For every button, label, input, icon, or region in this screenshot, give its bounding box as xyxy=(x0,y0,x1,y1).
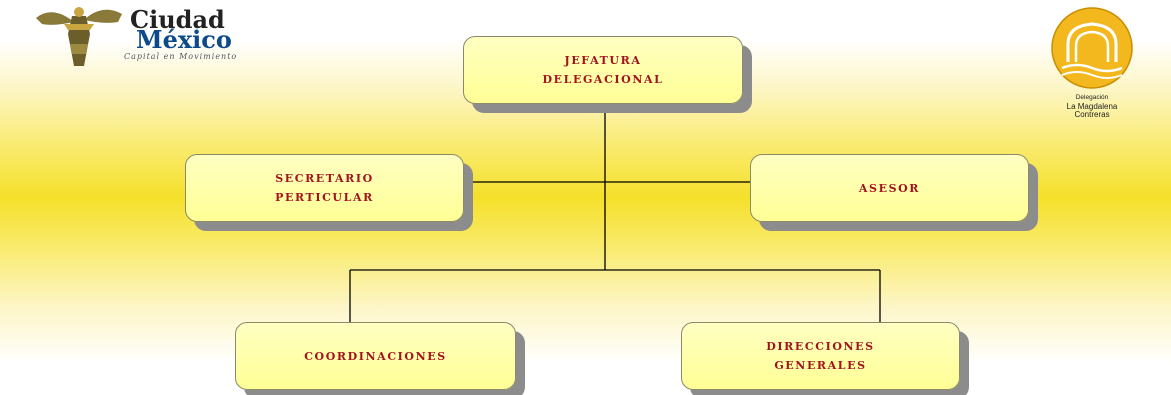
node-asesor: ASESOR xyxy=(750,154,1029,222)
logo-city-line2: México xyxy=(136,25,232,54)
logo-tagline: Capital en Movimiento xyxy=(124,52,238,61)
delegacion-logo: Delegación La Magdalena Contreras xyxy=(1026,4,1158,122)
node-direcciones-generales: DIRECCIONES GENERALES xyxy=(681,322,960,390)
node-jefatura-line1: JEFATURA xyxy=(564,54,642,67)
delegation-caption: Delegación La Magdalena Contreras xyxy=(1026,94,1158,120)
node-secretario-particular: SECRETARIO PERTICULAR xyxy=(185,154,464,222)
node-coordinaciones: COORDINACIONES xyxy=(235,322,516,390)
node-jefatura-line2: DELEGACIONAL xyxy=(542,73,664,86)
node-secretario-line2: PERTICULAR xyxy=(275,191,374,204)
node-direcciones-line1: DIRECCIONES xyxy=(766,340,875,353)
delegation-seal-icon xyxy=(1051,7,1133,89)
ciudad-de-mexico-logo: Ciudad México Capital en Movimiento xyxy=(12,4,277,68)
node-coordinaciones-line1: COORDINACIONES xyxy=(304,349,447,363)
node-secretario-line1: SECRETARIO xyxy=(275,172,374,185)
caption-line1: Delegación xyxy=(1075,94,1109,101)
caption-line3: Contreras xyxy=(1074,110,1110,119)
node-asesor-line1: ASESOR xyxy=(858,181,921,195)
caption-line2: La Magdalena xyxy=(1066,101,1118,111)
node-jefatura-delegacional: JEFATURA DELEGACIONAL xyxy=(463,36,743,104)
node-direcciones-line2: GENERALES xyxy=(774,359,867,372)
angel-de-la-independencia-icon xyxy=(36,7,122,66)
logo-city-line1: Ciudad xyxy=(130,5,225,34)
